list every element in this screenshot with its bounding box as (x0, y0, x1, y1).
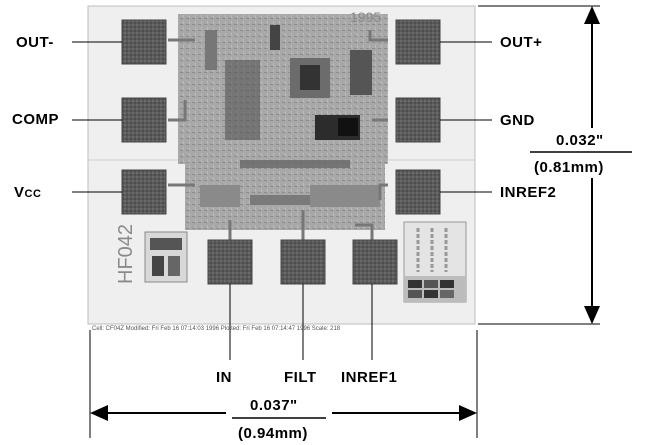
pad-filt (280, 239, 326, 285)
width-dimension (89, 330, 478, 438)
pad-inref1 (352, 239, 398, 285)
height-inches: 0.032" (556, 132, 604, 149)
die-part-marking: HF042 (115, 224, 137, 284)
label-inref1: INREF1 (341, 369, 397, 386)
label-vcc-main: V (14, 184, 25, 201)
height-mm: (0.81mm) (534, 159, 604, 176)
pad-gnd (395, 97, 441, 143)
pad-in (207, 239, 253, 285)
pad-out-minus (121, 19, 167, 65)
label-inref2: INREF2 (500, 184, 556, 201)
pad-traces (168, 30, 388, 240)
height-dimension (478, 5, 632, 325)
width-mm: (0.94mm) (238, 425, 308, 442)
label-out-plus: OUT+ (500, 34, 542, 51)
esd-block (144, 231, 188, 283)
label-vcc: VCC (14, 184, 41, 201)
width-inches: 0.037" (250, 397, 298, 414)
die-year-marking: 1995 (350, 9, 381, 25)
pad-comp (121, 97, 167, 143)
circuit-area (178, 14, 388, 230)
pad-inref2 (395, 169, 441, 215)
bond-pads (121, 19, 441, 285)
label-out-minus: OUT- (16, 34, 54, 51)
pad-vcc (121, 169, 167, 215)
pad-out-plus (395, 19, 441, 65)
label-in: IN (216, 369, 232, 386)
label-vcc-sub: CC (25, 188, 42, 200)
leader-lines (72, 41, 492, 360)
label-comp: COMP (12, 111, 59, 128)
label-filt: FILT (284, 369, 317, 386)
label-gnd: GND (500, 112, 535, 129)
die-caption: Cell: CF04Z Modified: Fri Feb 16 07:14:0… (92, 326, 341, 332)
logo-block (403, 221, 467, 303)
